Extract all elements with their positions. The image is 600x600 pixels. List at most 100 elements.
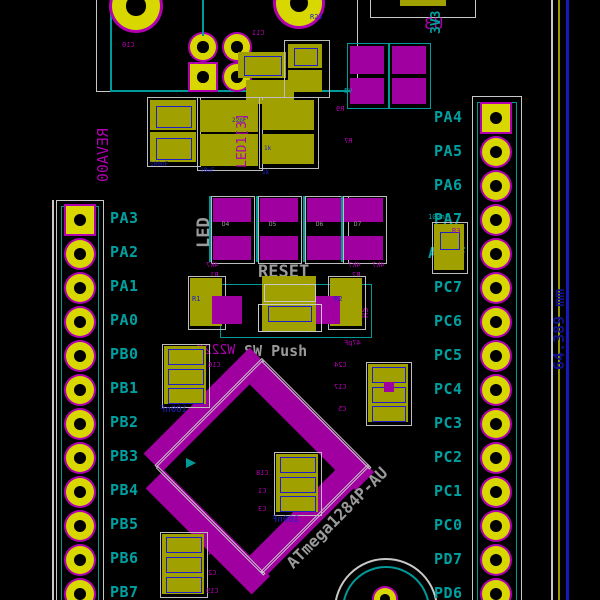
- value-c18: 100nF: [272, 515, 300, 525]
- smd-pad-c16a[interactable]: [164, 346, 206, 366]
- ref-c19: C19: [206, 587, 219, 595]
- pad-left-6[interactable]: [66, 376, 94, 404]
- ref-c5: C5: [338, 405, 347, 413]
- smd-copper-d6-a[interactable]: [307, 198, 345, 222]
- pad-right-9[interactable]: [482, 376, 510, 404]
- pad-right-4[interactable]: [482, 206, 510, 234]
- smd-pad-c5[interactable]: [368, 404, 408, 422]
- smd-pad-c4[interactable]: [162, 534, 204, 554]
- value-c24: 47pF: [344, 339, 361, 347]
- smd-pad-c3[interactable]: [276, 494, 318, 512]
- smd-pad-r8[interactable]: [262, 134, 314, 164]
- pad-left-12[interactable]: [66, 580, 94, 600]
- value-r1: 4k7: [206, 261, 219, 269]
- pad-left-9[interactable]: [66, 478, 94, 506]
- smd-pad-c1[interactable]: [276, 474, 318, 494]
- silk-misc-7: 5V: [344, 87, 353, 95]
- smd-pad-r3[interactable]: [200, 100, 258, 132]
- smd-pad-c24[interactable]: [368, 364, 408, 384]
- silk-100nf-aref: 100nF: [428, 213, 450, 221]
- teal-trace-b: [110, 90, 360, 92]
- pin-label-pc2: PC2: [434, 448, 463, 466]
- pad-right-15[interactable]: [482, 580, 510, 600]
- smd-copper-d5-a[interactable]: [260, 198, 298, 222]
- pad-left-4[interactable]: [66, 308, 94, 336]
- ref-c9: C9: [212, 383, 221, 391]
- smd-pad-u1-b[interactable]: [288, 70, 322, 92]
- smd-pad-c17[interactable]: [368, 384, 408, 404]
- pad-left-1[interactable]: [66, 206, 94, 234]
- pin-label-pa5: PA5: [434, 142, 463, 160]
- ref-c1: C1: [258, 487, 267, 495]
- smd-copper-r22-a[interactable]: [350, 46, 384, 74]
- pad-right-3[interactable]: [482, 172, 510, 200]
- outline-c19: [166, 577, 202, 593]
- smd-pad-c9[interactable]: [164, 386, 206, 404]
- silk-sw-a: R1: [192, 295, 201, 303]
- value-r2: 4k7: [348, 261, 361, 269]
- pad-header-a1[interactable]: [190, 34, 216, 60]
- smd-copper-d6-b[interactable]: [307, 236, 345, 260]
- smd-pad-led1b[interactable]: [150, 132, 196, 162]
- ref-c16: C16: [208, 361, 221, 369]
- pin-label-pa3: PA3: [110, 209, 139, 227]
- pad-left-11[interactable]: [66, 546, 94, 574]
- courtyard-led-d6: [305, 196, 349, 264]
- pad-right-1[interactable]: [482, 104, 510, 132]
- pin-label-pa2: PA2: [110, 243, 139, 261]
- smd-copper-d4-b[interactable]: [213, 236, 251, 260]
- outline-u1-a: [294, 48, 318, 66]
- pad-right-6[interactable]: [482, 274, 510, 302]
- pad-left-5[interactable]: [66, 342, 94, 370]
- pin-label-pc1: PC1: [434, 482, 463, 500]
- smd-copper-d5-b[interactable]: [260, 236, 298, 260]
- pin-label-pc4: PC4: [434, 380, 463, 398]
- pad-left-10[interactable]: [66, 512, 94, 540]
- smd-pad-led1a[interactable]: [150, 100, 196, 130]
- board-dimension-label: 64.389 mm: [550, 288, 568, 370]
- outline-c2: [166, 557, 202, 573]
- pad-right-11[interactable]: [482, 444, 510, 472]
- smd-pad-c18[interactable]: [276, 454, 318, 474]
- pad-right-14[interactable]: [482, 546, 510, 574]
- pad-left-2[interactable]: [66, 240, 94, 268]
- ref-r7: R7: [344, 137, 353, 145]
- smd-pad-c2[interactable]: [162, 554, 204, 574]
- smd-pad-c19[interactable]: [162, 574, 204, 594]
- via-cap-right: [384, 382, 394, 392]
- pad-right-12[interactable]: [482, 478, 510, 506]
- smd-copper-r21-b[interactable]: [392, 78, 426, 104]
- pad-left-8[interactable]: [66, 444, 94, 472]
- pad-right-2[interactable]: [482, 138, 510, 166]
- teal-trace-a: [110, 12, 112, 92]
- smd-pad-r6[interactable]: [262, 100, 314, 130]
- pin-label-pd7: PD7: [434, 550, 463, 568]
- pad-right-7[interactable]: [482, 308, 510, 336]
- smd-pad-r4[interactable]: [200, 134, 258, 166]
- smd-copper-sw-l2[interactable]: [212, 296, 242, 324]
- switch-inner-box: [268, 306, 312, 322]
- courtyard-led-d4: [211, 196, 255, 264]
- courtyard-led1: [147, 97, 201, 167]
- smd-copper-d7-a[interactable]: [345, 198, 383, 222]
- right-header-silk: [472, 96, 522, 600]
- ref-c24: C24: [334, 361, 347, 369]
- pad-left-7[interactable]: [66, 410, 94, 438]
- crystal-pad[interactable]: [374, 588, 396, 600]
- silk-misc-4: 100nF: [150, 161, 169, 168]
- pad-left-3[interactable]: [66, 274, 94, 302]
- silk-misc-3: 1k: [264, 145, 272, 152]
- silk-misc-1: R23: [310, 13, 323, 21]
- pad-right-13[interactable]: [482, 512, 510, 540]
- smd-copper-d4-a[interactable]: [213, 198, 251, 222]
- pad-header-a3[interactable]: [190, 64, 216, 90]
- smd-pad-c16b[interactable]: [164, 366, 206, 386]
- pad-right-8[interactable]: [482, 342, 510, 370]
- pad-right-5[interactable]: [482, 240, 510, 268]
- pad-right-10[interactable]: [482, 410, 510, 438]
- smd-copper-r22-b[interactable]: [350, 78, 384, 104]
- smd-copper-d7-b[interactable]: [345, 236, 383, 260]
- smd-copper-r21-a[interactable]: [392, 46, 426, 74]
- smd-pad-u3[interactable]: [400, 0, 446, 6]
